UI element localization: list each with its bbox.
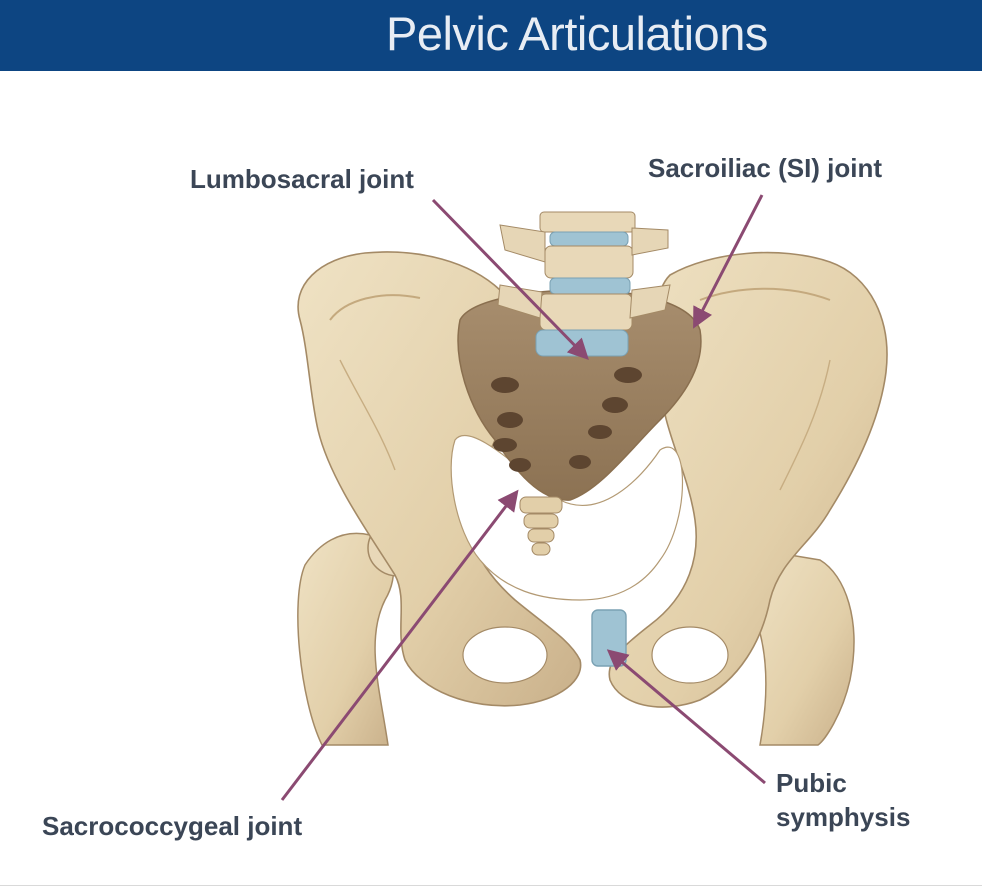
left-obturator-foramen — [462, 626, 548, 684]
arrow-lumbosacral — [431, 198, 589, 361]
bottom-divider — [0, 885, 982, 886]
label-sacrococcygeal-joint: Sacrococcygeal joint — [42, 811, 303, 841]
coccyx — [519, 496, 563, 556]
arrow-pubic-symphysis — [606, 649, 766, 785]
label-pubic-symphysis: Pubic symphysis — [776, 766, 910, 834]
label-pubic-line1: Pubic — [776, 768, 847, 798]
lumbar-spine — [497, 211, 671, 357]
arrow-sacroiliac — [693, 194, 764, 329]
arrow-sacrococcygeal — [280, 489, 519, 801]
pubic-symphysis-cartilage — [591, 609, 627, 667]
title-bar: Pelvic Articulations — [0, 0, 982, 71]
label-arrows — [280, 194, 766, 801]
page-title: Pelvic Articulations — [386, 7, 768, 60]
label-sacroiliac-joint: Sacroiliac (SI) joint — [648, 153, 883, 183]
right-obturator-foramen — [651, 626, 729, 684]
label-pubic-line2: symphysis — [776, 802, 911, 832]
label-lumbosacral-joint: Lumbosacral joint — [190, 164, 414, 194]
sacrum — [457, 289, 702, 501]
